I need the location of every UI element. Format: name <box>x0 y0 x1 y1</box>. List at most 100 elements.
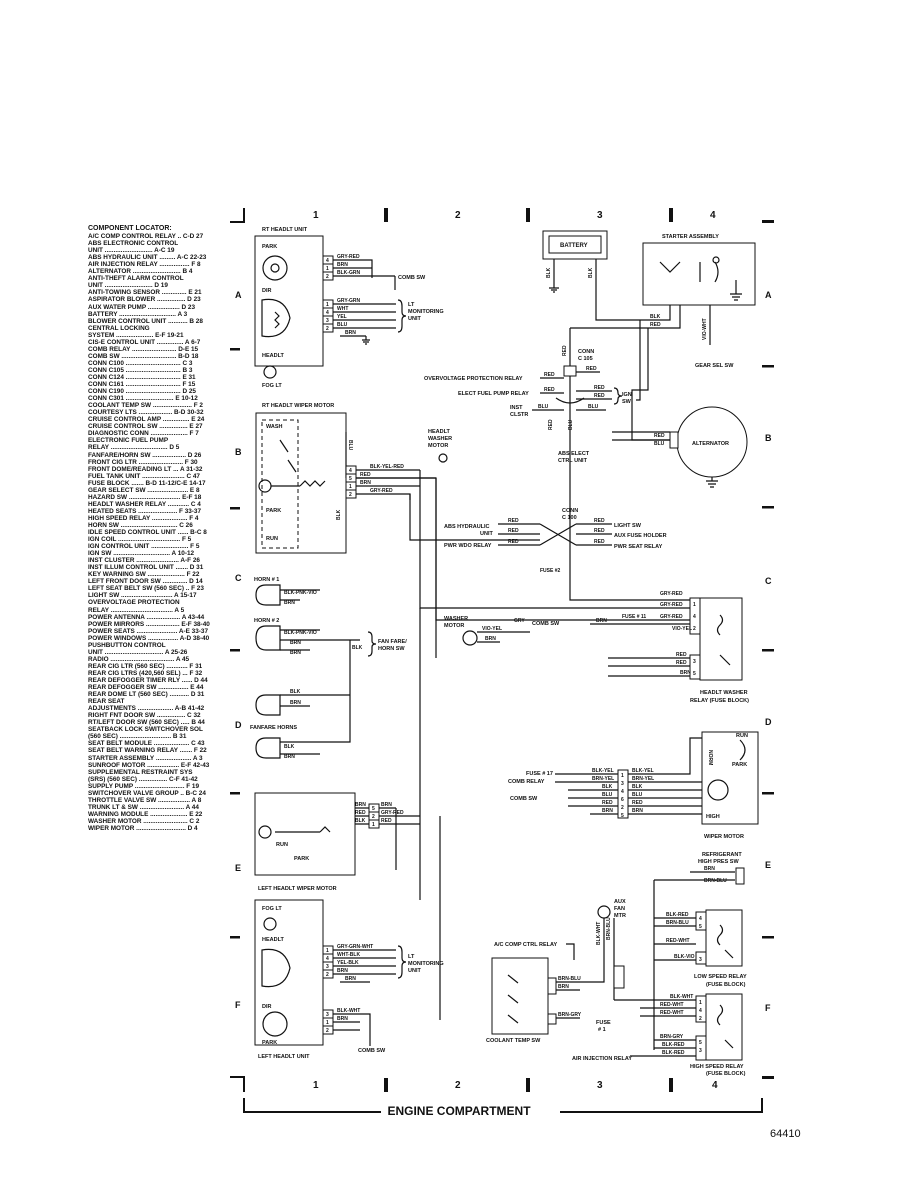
svg-text:GRY-RED: GRY-RED <box>660 614 683 620</box>
row-label-right: A <box>765 290 772 300</box>
locator-entry: KEY WARNING SW ..................... F 2… <box>88 571 200 579</box>
locator-entry: SUPPLEMENTAL RESTRAINT SYS <box>88 768 193 776</box>
svg-text:BRN: BRN <box>704 866 715 872</box>
svg-text:MONITORING: MONITORING <box>408 309 444 315</box>
svg-text:GRY-GRN-WHT: GRY-GRN-WHT <box>337 944 373 950</box>
svg-text:ABS HYDRAULIC: ABS HYDRAULIC <box>444 524 490 530</box>
svg-text:BRN: BRN <box>290 640 301 646</box>
svg-text:WIPER MOTOR: WIPER MOTOR <box>704 834 744 840</box>
svg-text:1: 1 <box>372 822 375 828</box>
svg-text:YEL: YEL <box>337 314 347 320</box>
svg-text:FANFARE HORNS: FANFARE HORNS <box>250 725 297 731</box>
locator-entry: FRONT CIG LTR ......................... … <box>88 458 198 466</box>
svg-text:BRN: BRN <box>345 330 356 336</box>
svg-text:RED: RED <box>594 385 605 391</box>
svg-text:RED: RED <box>602 800 613 806</box>
locator-entry: WASHER MOTOR ......................... C… <box>88 817 200 825</box>
svg-text:BRN: BRN <box>680 670 691 676</box>
svg-text:2: 2 <box>693 626 696 632</box>
svg-text:PARK: PARK <box>266 508 281 514</box>
svg-text:OVERVOLTAGE PROTECTION RELAY: OVERVOLTAGE PROTECTION RELAY <box>424 376 523 382</box>
svg-text:BRN-YEL: BRN-YEL <box>592 776 614 782</box>
locator-entry: LEFT SEAT BELT SW (560 SEC) .. F 23 <box>88 585 204 593</box>
svg-text:1: 1 <box>621 773 624 779</box>
svg-text:DIR: DIR <box>262 288 272 294</box>
svg-text:BRN: BRN <box>290 650 301 656</box>
footer-title: ENGINE COMPARTMENT <box>0 1104 918 1118</box>
svg-text:RED: RED <box>381 818 392 824</box>
row-label-left: E <box>235 863 241 873</box>
col-label-top: 3 <box>597 210 603 221</box>
svg-text:GRY-GRN: GRY-GRN <box>337 298 361 304</box>
svg-text:RED: RED <box>594 393 605 399</box>
horn-icon <box>255 625 281 651</box>
svg-text:BRN: BRN <box>632 808 643 814</box>
svg-text:BLK: BLK <box>284 744 295 750</box>
svg-text:RED: RED <box>562 345 568 356</box>
svg-text:3: 3 <box>326 964 329 970</box>
locator-entry: ASPIRATOR BLOWER ................ D 23 <box>88 296 201 304</box>
locator-entry: UNIT ................................. A… <box>88 648 188 656</box>
svg-text:BLU: BLU <box>337 322 348 328</box>
locator-entry: COURTESY LTS ................... B-D 30-… <box>88 409 204 417</box>
svg-text:2: 2 <box>326 326 329 332</box>
svg-text:BRN: BRN <box>355 802 366 808</box>
svg-text:LEFT HEADLT WIPER MOTOR: LEFT HEADLT WIPER MOTOR <box>258 886 337 892</box>
row-label-left: D <box>235 720 242 730</box>
svg-text:CONN: CONN <box>562 508 578 514</box>
row-label-right: B <box>765 433 772 443</box>
svg-text:6: 6 <box>621 797 624 803</box>
svg-text:RED: RED <box>586 366 597 372</box>
ground-icon <box>549 284 559 293</box>
svg-text:1: 1 <box>349 484 352 490</box>
locator-entry: STARTER ASSEMBLY .................... A … <box>88 754 203 762</box>
motor-icon <box>258 825 272 839</box>
svg-text:2: 2 <box>326 1028 329 1034</box>
svg-text:REFRIGERANT: REFRIGERANT <box>702 852 742 858</box>
svg-text:3: 3 <box>699 1048 702 1054</box>
svg-text:BLK-RED: BLK-RED <box>666 912 689 918</box>
svg-text:A/C COMP CTRL RELAY: A/C COMP CTRL RELAY <box>494 942 557 948</box>
svg-text:BLU: BLU <box>632 792 643 798</box>
washer-motor-icon <box>462 630 478 646</box>
svg-text:FUSE # 11: FUSE # 11 <box>622 614 646 620</box>
svg-text:BLK-RED: BLK-RED <box>662 1042 685 1048</box>
svg-text:RT HEADLT UNIT: RT HEADLT UNIT <box>262 227 308 233</box>
svg-text:HIGH SPEED RELAY: HIGH SPEED RELAY <box>690 1064 744 1070</box>
svg-text:VIO-YEL: VIO-YEL <box>482 626 502 632</box>
park-lamp-icon <box>262 1011 288 1037</box>
svg-text:BRN-BLU: BRN-BLU <box>558 976 581 982</box>
svg-text:BLK-GRN: BLK-GRN <box>337 270 360 276</box>
locator-entry: CRUISE CONTROL SW ................ E 27 <box>88 423 203 431</box>
horns: HORN # 1 BLK-PNK-VIO BRN HORN # 2 BLK-PN… <box>250 577 407 760</box>
svg-text:MOTOR: MOTOR <box>428 443 448 449</box>
locator-entry: ANTI-TOWING SENSOR .............. E 21 <box>88 289 202 297</box>
svg-text:RELAY (FUSE BLOCK): RELAY (FUSE BLOCK) <box>690 698 749 704</box>
svg-text:BLK-PNK-VIO: BLK-PNK-VIO <box>284 630 317 636</box>
svg-text:BLK-PNK-VIO: BLK-PNK-VIO <box>284 590 317 596</box>
fan-motor-icon <box>597 905 611 919</box>
svg-text:COOLANT TEMP SW: COOLANT TEMP SW <box>486 1038 541 1044</box>
svg-text:BRN: BRN <box>337 1016 348 1022</box>
svg-text:HEADLT: HEADLT <box>262 937 285 943</box>
svg-text:RED: RED <box>632 800 643 806</box>
svg-text:BRN-BLU: BRN-BLU <box>666 920 689 926</box>
svg-text:SW: SW <box>622 399 632 405</box>
svg-text:FUSE #2: FUSE #2 <box>540 568 561 574</box>
svg-text:5: 5 <box>699 1040 702 1046</box>
locator-entry: HAZARD SW ............................. … <box>88 493 202 501</box>
svg-text:RED: RED <box>508 518 519 524</box>
svg-text:C 105: C 105 <box>578 356 593 362</box>
svg-text:CLSTR: CLSTR <box>510 412 528 418</box>
svg-text:PWR SEAT RELAY: PWR SEAT RELAY <box>614 544 663 550</box>
row-label-left: B <box>235 447 242 457</box>
locator-entry: (SRS) (560 SEC) ................ C-F 41-… <box>88 775 198 783</box>
svg-text:BRN: BRN <box>381 802 392 808</box>
conn-c105-area: RED CONN C 105 OVERVOLTAGE PROTECTION RE… <box>424 327 648 590</box>
figure-number: 64410 <box>770 1128 801 1140</box>
locator-entry: SWITCHOVER VALVE GROUP .. B-C 24 <box>88 789 206 797</box>
svg-text:BLK-YEL: BLK-YEL <box>592 768 614 774</box>
left-headlt-unit: FOG LT HEADLT DIR PARK LEFT HEADLT UNIT … <box>254 899 444 1060</box>
fuse-icon <box>613 965 625 989</box>
